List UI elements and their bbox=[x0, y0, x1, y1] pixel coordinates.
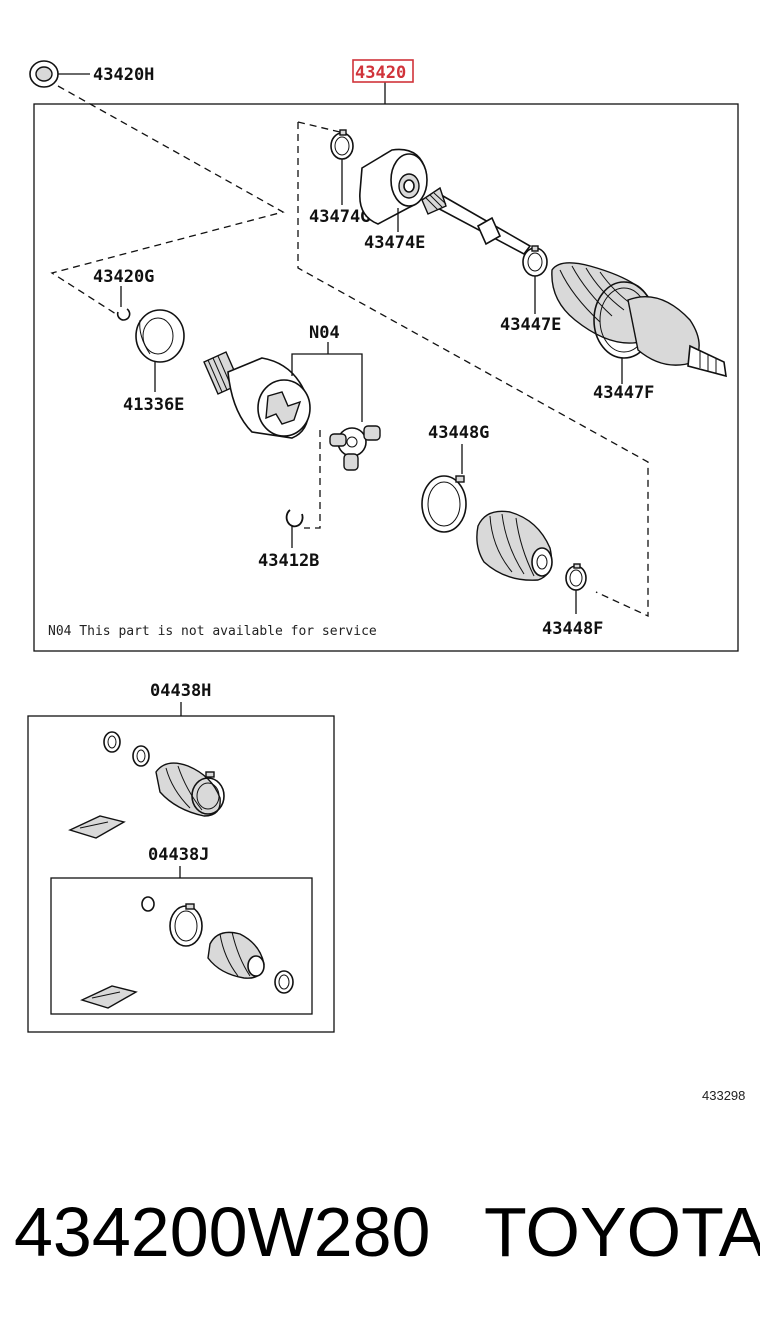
label-43420G[interactable]: 43420G bbox=[93, 267, 154, 287]
kit-04438J-small-clamp-icon[interactable] bbox=[274, 970, 294, 994]
axle-shaft-icon[interactable] bbox=[421, 186, 532, 256]
label-43420H[interactable]: 43420H bbox=[93, 65, 154, 85]
label-43448G[interactable]: 43448G bbox=[428, 423, 489, 443]
label-43412B[interactable]: 43412B bbox=[258, 551, 319, 571]
outer-cv-joint-icon[interactable] bbox=[627, 296, 727, 378]
part-43474E-damper-icon[interactable] bbox=[359, 148, 428, 225]
main-assembly-number-highlight[interactable] bbox=[352, 59, 414, 83]
footer-part-number: 434200W280 bbox=[14, 1193, 430, 1271]
inner-boot-icon[interactable] bbox=[476, 510, 553, 581]
kit-04438J-number[interactable]: 04438J bbox=[148, 845, 209, 865]
part-N04-tripod-icon[interactable] bbox=[329, 425, 381, 471]
kit-04438H-large-clamp-icon[interactable] bbox=[103, 731, 121, 753]
kit-04438H-boot-icon[interactable] bbox=[155, 762, 225, 817]
label-43474G[interactable]: 43474G bbox=[309, 207, 370, 227]
part-43474G-clamp-icon[interactable] bbox=[330, 129, 354, 160]
kit-04438J-frame bbox=[50, 877, 313, 1015]
inner-joint-housing-icon[interactable] bbox=[203, 351, 311, 439]
kit-04438J-grease-pack-icon[interactable] bbox=[80, 985, 138, 1009]
kit-04438J-clamp-band-icon[interactable] bbox=[169, 903, 203, 947]
kit-04438H-grease-pack-icon[interactable] bbox=[68, 815, 126, 839]
part-43420H-seal-icon[interactable] bbox=[29, 60, 59, 88]
kit-04438H-frame bbox=[27, 715, 335, 1033]
label-43448F[interactable]: 43448F bbox=[542, 619, 603, 639]
kit-04438H-number[interactable]: 04438H bbox=[150, 681, 211, 701]
label-43447E[interactable]: 43447E bbox=[500, 315, 561, 335]
main-assembly-number[interactable]: 43420 bbox=[355, 63, 406, 83]
label-43447F[interactable]: 43447F bbox=[593, 383, 654, 403]
service-note: N04 This part is not available for servi… bbox=[48, 624, 377, 639]
kit-04438H-small-clamp-icon[interactable] bbox=[132, 745, 150, 767]
part-43447E-clamp-icon[interactable] bbox=[522, 245, 548, 277]
label-41336E[interactable]: 41336E bbox=[123, 395, 184, 415]
part-43412B-snap-ring-icon[interactable] bbox=[285, 509, 304, 528]
label-N04[interactable]: N04 bbox=[309, 323, 340, 343]
part-43420G-snap-ring-icon[interactable] bbox=[116, 308, 131, 321]
part-43448G-clamp-band-icon[interactable] bbox=[421, 475, 467, 533]
diagram-id: 433298 bbox=[702, 1088, 745, 1103]
footer-brand: TOYOTA bbox=[484, 1193, 760, 1271]
main-assembly-frame bbox=[33, 103, 739, 652]
part-41336E-ring-icon[interactable] bbox=[135, 309, 185, 363]
label-43474E[interactable]: 43474E bbox=[364, 233, 425, 253]
part-43448F-clamp-icon[interactable] bbox=[565, 563, 587, 591]
kit-04438J-boot-icon[interactable] bbox=[207, 931, 265, 979]
kit-04438J-small-ring-icon[interactable] bbox=[141, 896, 155, 912]
